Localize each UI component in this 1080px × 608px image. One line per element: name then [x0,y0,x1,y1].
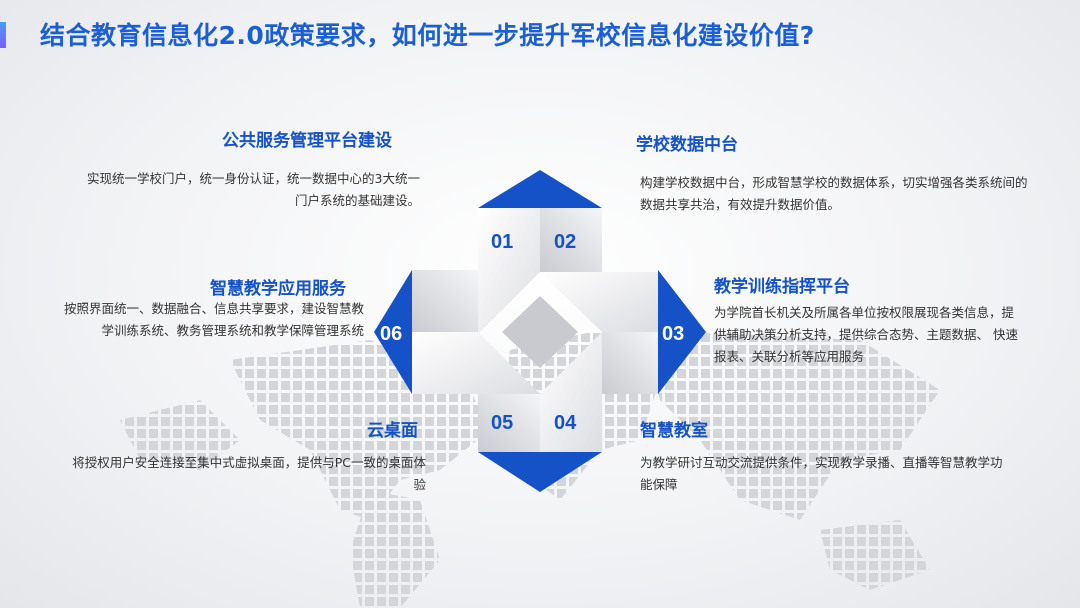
block-05 [478,394,540,452]
block-06b [412,270,478,332]
desc-03: 为学院首长机关及所属各单位按权限展现各类信息，提供辅助决策分析支持，提供综合态势… [714,305,1018,364]
desc-06: 按照界面统一、数据融合、信息共享要求，建设智慧教学训练系统、教务管理系统和教学保… [63,301,364,338]
num-05: 05 [491,412,513,434]
page-title: 结合教育信息化2.0政策要求，如何进一步提升军校信息化建设价值? [40,21,815,50]
heading-06: 智慧教学应用服务 [210,279,346,299]
arrow-left [374,270,412,394]
heading-05: 云桌面 [367,421,418,441]
block-04 [540,332,602,452]
block-06 [412,332,540,394]
block-01 [478,208,540,334]
heading-04: 智慧教室 [640,421,708,441]
arrow-right [658,270,706,394]
heading-02: 学校数据中台 [636,135,738,155]
num-04: 04 [554,412,577,434]
desc-04: 为教学研讨互动交流提供条件，实现教学录播、直播等智慧教学功能保障 [640,455,1003,492]
num-02: 02 [554,231,576,253]
desc-02: 构建学校数据中台，形成智慧学校的数据体系，切实增强各类系统间的数据共享共治，有效… [640,175,1028,212]
num-01: 01 [491,231,513,253]
num-06: 06 [380,323,402,345]
heading-01: 公共服务管理平台建设 [222,131,392,151]
title-accent-bar [0,22,6,48]
block-03b [602,332,658,394]
arrow-top [478,170,602,208]
num-03: 03 [662,323,684,345]
desc-05: 将授权用户安全连接至集中式虚拟桌面，提供与PC一致的桌面体验 [72,455,426,492]
arrow-bottom [478,452,602,492]
block-03 [540,272,658,332]
desc-01: 实现统一学校门户，统一身份认证，统一数据中心的3大统一门户系统的基础建设。 [87,171,420,208]
block-02 [540,208,602,272]
heading-03: 教学训练指挥平台 [714,277,850,297]
center-diamond [502,296,578,368]
